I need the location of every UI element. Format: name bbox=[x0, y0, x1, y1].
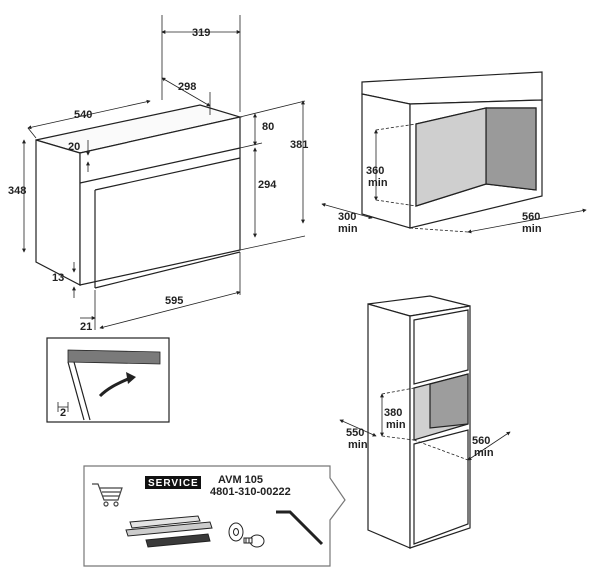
dim-gap-2: 2 bbox=[60, 407, 66, 419]
niche-depth-unit: min bbox=[338, 223, 358, 235]
niche-depth-value: 300 bbox=[338, 211, 356, 223]
dim-540: 540 bbox=[74, 109, 92, 121]
service-part-number: 4801-310-00222 bbox=[210, 486, 291, 498]
tall-width-value: 560 bbox=[472, 435, 490, 447]
niche-width-unit: min bbox=[522, 223, 542, 235]
niche-height-unit: min bbox=[368, 177, 388, 189]
cart-icon bbox=[92, 483, 123, 507]
dim-80: 80 bbox=[262, 121, 274, 133]
dim-13: 13 bbox=[52, 272, 64, 284]
allen-key-icon bbox=[276, 510, 324, 546]
screw-icon bbox=[243, 534, 265, 548]
oven-drawing bbox=[35, 104, 243, 289]
oven-dimension-lines bbox=[22, 15, 306, 330]
niche-dimension-lines bbox=[321, 123, 587, 234]
dim-21: 21 bbox=[80, 321, 92, 333]
niche-width-value: 560 bbox=[522, 211, 540, 223]
service-model: AVM 105 bbox=[218, 474, 263, 486]
tall-depth-value: 550 bbox=[346, 427, 364, 439]
detail-inset bbox=[46, 337, 170, 423]
tall-dimension-lines bbox=[339, 387, 511, 461]
dim-381: 381 bbox=[290, 139, 308, 151]
rail-icon bbox=[125, 515, 213, 548]
tall-height-unit: min bbox=[386, 419, 406, 431]
tall-cabinet-drawing bbox=[367, 295, 471, 549]
dim-319: 319 bbox=[192, 27, 210, 39]
service-panel bbox=[83, 465, 346, 567]
tall-height-value: 380 bbox=[384, 407, 402, 419]
dim-294: 294 bbox=[258, 179, 277, 191]
washer-icon bbox=[228, 522, 244, 542]
niche-cabinet-drawing bbox=[361, 71, 543, 229]
service-badge bbox=[145, 476, 201, 489]
dim-348: 348 bbox=[8, 185, 26, 197]
dim-595: 595 bbox=[165, 295, 183, 307]
tall-width-unit: min bbox=[474, 447, 494, 459]
dim-20: 20 bbox=[68, 141, 80, 153]
tall-depth-unit: min bbox=[348, 439, 368, 451]
dim-298: 298 bbox=[178, 81, 196, 93]
service-badge-label: SERVICE bbox=[148, 478, 199, 489]
niche-height-value: 360 bbox=[366, 165, 384, 177]
